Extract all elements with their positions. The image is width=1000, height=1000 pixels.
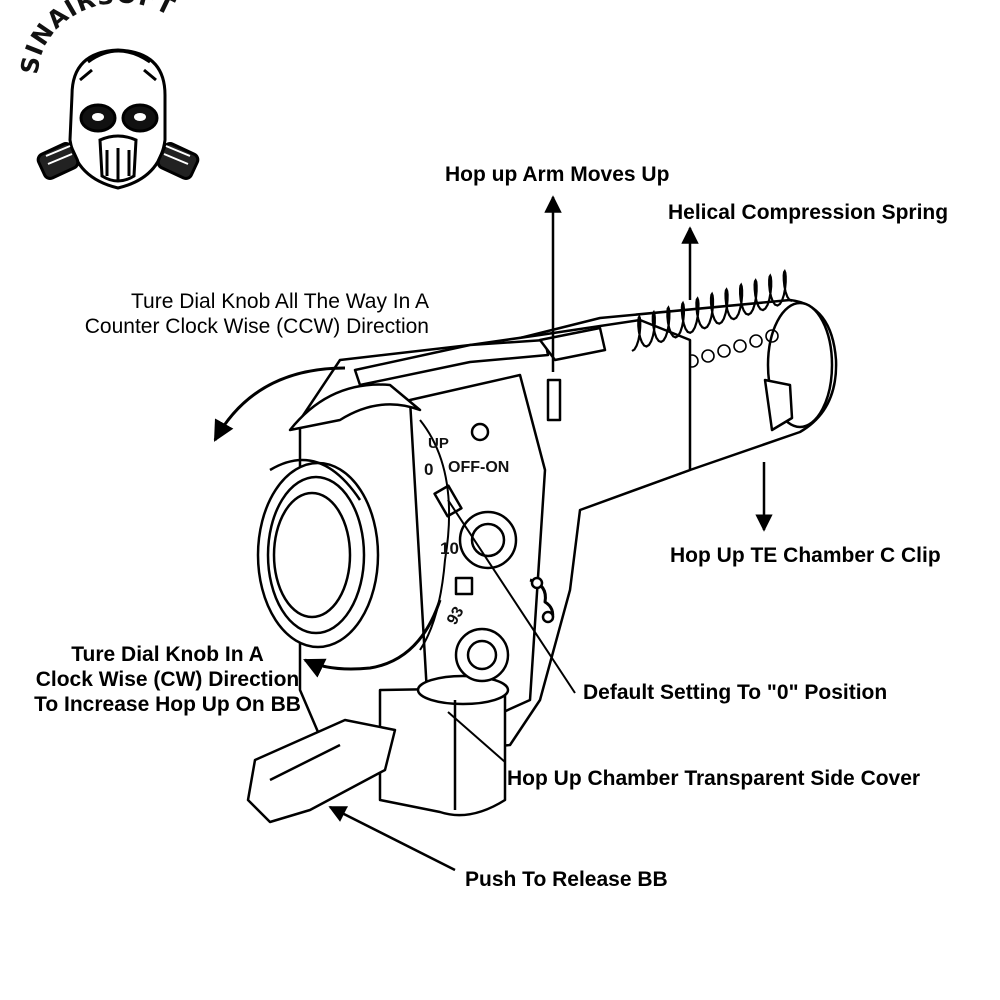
ccw-instruction: Ture Dial Knob All The Way In A Counter … — [15, 289, 429, 339]
chamber-body — [246, 298, 838, 824]
helical-spring-label: Helical Compression Spring — [668, 201, 949, 224]
gas-mask-icon — [36, 48, 200, 190]
cw-line-2: Clock Wise (CW) Direction — [35, 668, 300, 691]
push-release-label: Push To Release BB — [465, 868, 668, 891]
leader-lines — [213, 195, 773, 872]
ccw-rotation-arrow — [213, 366, 346, 442]
cw-instruction: Ture Dial Knob In A Clock Wise (CW) Dire… — [15, 642, 320, 717]
dial-ten-label: 10 — [440, 539, 459, 558]
cw-line-3: To Increase Hop Up On BB — [34, 693, 301, 716]
cw-line-1: Ture Dial Knob In A — [71, 643, 264, 666]
default-setting-label: Default Setting To "0" Position — [583, 681, 888, 704]
dial-off-on-label: OFF-ON — [448, 459, 509, 476]
dial-markings: UP OFF-ON 0 10 93 — [424, 435, 509, 628]
side-cover-label: Hop Up Chamber Transparent Side Cover — [507, 767, 921, 790]
arm-moves-up-label: Hop up Arm Moves Up — [445, 163, 670, 186]
default-setting-leader — [447, 499, 576, 694]
ccw-line-2: Counter Clock Wise (CCW) Direction — [84, 315, 429, 338]
dial-ninety-three-label: 93 — [444, 604, 468, 628]
sinairsoft-logo: SINAIRSOFT — [16, 0, 200, 190]
te-chamber-clip-label: Hop Up TE Chamber C Clip — [670, 544, 941, 567]
push-release-arrow — [328, 805, 456, 872]
side-cover-leader — [447, 711, 506, 763]
cw-rotation-arrow — [303, 599, 442, 678]
ccw-line-1: Ture Dial Knob All The Way In A — [130, 290, 429, 313]
helical-spring — [631, 268, 793, 352]
dial-zero-label: 0 — [424, 460, 433, 479]
dial-up-label: UP — [428, 435, 449, 452]
